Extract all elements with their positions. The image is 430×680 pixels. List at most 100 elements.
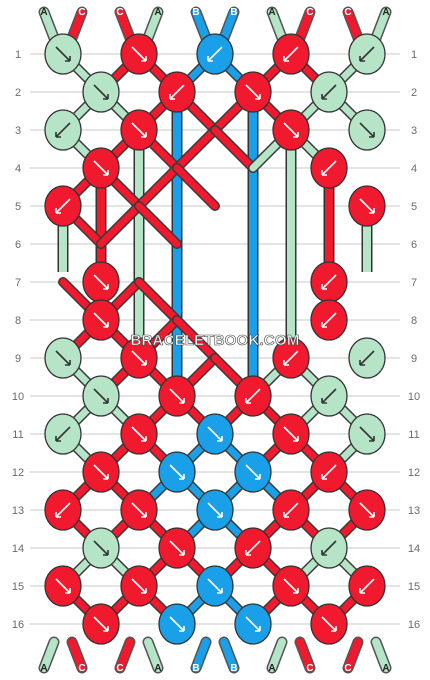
strand-label-top: C <box>344 7 351 18</box>
knot-b-se <box>234 603 272 645</box>
strand-label-bottom: C <box>116 663 123 674</box>
knot-arrow-icon <box>93 464 109 480</box>
row-number-right: 9 <box>411 353 417 365</box>
knot-arrow-icon <box>245 540 261 556</box>
knot-arrow-icon <box>359 198 375 214</box>
knot-c-se <box>44 565 82 607</box>
strand-label-bottom: B <box>230 663 237 674</box>
knot-arrow-icon <box>169 388 185 404</box>
knot-arrowhead-icon <box>103 322 109 328</box>
knot-arrow-icon <box>321 540 337 556</box>
knot-c-se <box>120 33 158 75</box>
row-number-left: 4 <box>15 163 21 175</box>
knot-c-se <box>120 109 158 151</box>
knot-arrowhead-icon <box>141 436 147 442</box>
strand-label-bottom: B <box>192 663 199 674</box>
strand-diagonal <box>97 202 143 248</box>
knot-a-sw <box>44 109 82 151</box>
knot-a-se <box>44 33 82 75</box>
strand-label-bottom: C <box>344 663 351 674</box>
knot-arrow-icon <box>359 502 375 518</box>
row-number-right: 16 <box>408 619 420 631</box>
knot-c-sw <box>348 565 386 607</box>
knot-arrow-icon <box>359 46 375 62</box>
knot-b-se <box>196 489 234 531</box>
knot-c-sw <box>310 147 348 189</box>
row-number-left: 12 <box>12 467 24 479</box>
knot-arrow-icon <box>55 502 71 518</box>
knot-arrowhead-icon <box>321 398 327 404</box>
row-number-left: 1 <box>15 49 21 61</box>
knot-arrow-icon <box>93 312 109 328</box>
row-number-left: 15 <box>12 581 24 593</box>
knot-arrowhead-icon <box>55 512 61 518</box>
knot-arrow-icon <box>131 578 147 594</box>
strand-bottom <box>116 638 134 672</box>
strand-bottom <box>40 638 58 672</box>
knot-arrowhead-icon <box>217 588 223 594</box>
knot-a-se <box>82 527 120 569</box>
knot-arrow-icon <box>321 616 337 632</box>
row-number-right: 11 <box>408 429 419 441</box>
strand-label-top: C <box>116 7 123 18</box>
row-number-right: 2 <box>411 87 417 99</box>
knot-arrowhead-icon <box>283 56 289 62</box>
knot-arrowhead-icon <box>359 360 365 366</box>
knot-b-se <box>196 565 234 607</box>
strand-top <box>296 8 314 42</box>
strand-label-top: C <box>78 7 85 18</box>
strand-diagonal <box>173 164 219 210</box>
knot-a-se <box>44 337 82 379</box>
knot-arrowhead-icon <box>65 56 71 62</box>
knot-arrowhead-icon <box>65 588 71 594</box>
knot-arrow-icon <box>131 46 147 62</box>
knot-arrowhead-icon <box>321 322 327 328</box>
row-number-right: 3 <box>411 125 417 137</box>
strand-label-bottom: A <box>154 663 161 674</box>
knot-c-se <box>272 413 310 455</box>
knot-arrow-icon <box>93 160 109 176</box>
knot-arrow-icon <box>245 616 261 632</box>
knot-arrow-icon <box>131 122 147 138</box>
knot-arrow-icon <box>207 502 223 518</box>
knot-arrow-icon <box>207 578 223 594</box>
knot-arrow-icon <box>321 84 337 100</box>
knot-b-se <box>158 451 196 493</box>
knot-a-sw <box>310 375 348 417</box>
knot-c-sw <box>234 375 272 417</box>
strand-bottom <box>296 638 314 672</box>
knot-arrowhead-icon <box>369 208 375 214</box>
knot-arrow-icon <box>169 464 185 480</box>
knot-c-sw <box>310 299 348 341</box>
watermark-text: BRACELETBOOK.COM <box>130 332 299 349</box>
knot-arrow-icon <box>283 122 299 138</box>
knot-c-se <box>82 261 120 303</box>
knot-arrow-icon <box>321 464 337 480</box>
row-number-right: 8 <box>411 315 417 327</box>
knot-a-se <box>82 375 120 417</box>
knot-arrowhead-icon <box>141 588 147 594</box>
strand-label-top: C <box>306 7 313 18</box>
knot-arrow-icon <box>245 84 261 100</box>
knot-arrow-icon <box>283 426 299 442</box>
knot-arrowhead-icon <box>103 94 109 100</box>
knot-c-sw <box>272 33 310 75</box>
knot-arrowhead-icon <box>141 132 147 138</box>
row-number-right: 7 <box>411 277 417 289</box>
knot-arrowhead-icon <box>141 56 147 62</box>
row-number-left: 6 <box>15 239 21 251</box>
knot-arrow-icon <box>359 578 375 594</box>
knot-c-se <box>158 527 196 569</box>
knot-c-se <box>348 185 386 227</box>
knot-c-se <box>272 109 310 151</box>
knot-arrowhead-icon <box>283 360 289 366</box>
row-number-right: 13 <box>408 505 420 517</box>
knot-c-se <box>234 71 272 113</box>
row-number-left: 9 <box>15 353 21 365</box>
knot-c-sw <box>310 451 348 493</box>
knot-b-se <box>234 451 272 493</box>
knot-a-sw <box>44 413 82 455</box>
strand-diagonal <box>211 126 257 172</box>
